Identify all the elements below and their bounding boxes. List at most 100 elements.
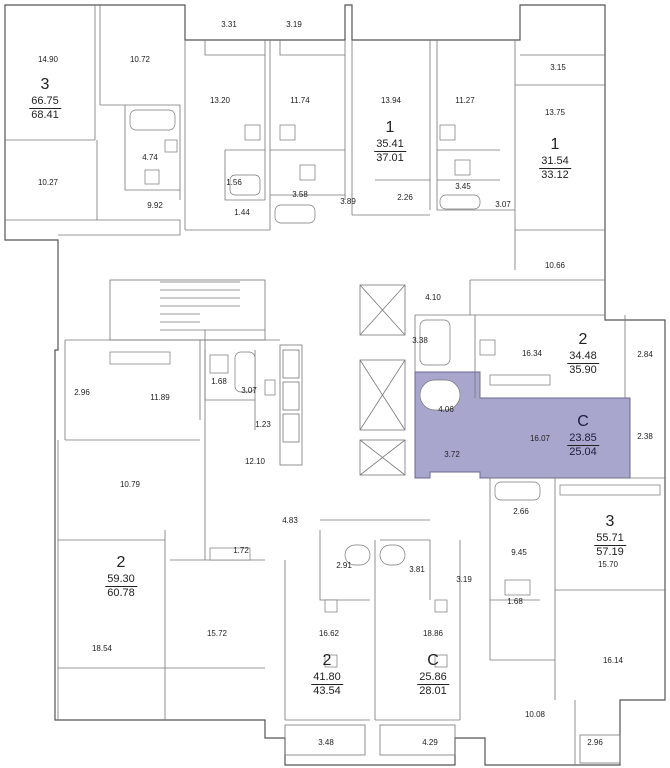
room-area-label: 16.62 xyxy=(318,629,340,638)
room-area-label: 2.91 xyxy=(336,561,352,570)
room-area-label: 1.72 xyxy=(233,546,249,555)
room-area-label: 2.38 xyxy=(637,432,653,441)
apartment-label-2-left[interactable]: 2 59.30 60.78 xyxy=(105,555,137,600)
room-area-label: 3.38 xyxy=(412,336,428,345)
room-area-label: 10.79 xyxy=(119,480,141,489)
living-area: 41.80 xyxy=(311,671,343,685)
room-area-label: 3.07 xyxy=(241,386,257,395)
room-area-label: 10.66 xyxy=(544,261,566,270)
room-area-label: 3.81 xyxy=(409,565,425,574)
room-area-label: 4.83 xyxy=(282,516,298,525)
room-area-label: 11.89 xyxy=(150,393,170,402)
room-area-label: 15.72 xyxy=(206,629,228,638)
total-area: 57.19 xyxy=(596,546,624,558)
room-area-label: 2.66 xyxy=(513,507,529,516)
total-area: 37.01 xyxy=(376,152,404,164)
room-area-label: 4.74 xyxy=(142,153,158,162)
apartment-type: 2 xyxy=(116,554,126,571)
living-area: 34.48 xyxy=(567,350,599,364)
apartment-label-2-bottom[interactable]: 2 41.80 43.54 xyxy=(311,653,343,698)
room-area-label: 3.15 xyxy=(550,63,566,72)
apartment-label-studio-bottom[interactable]: C 25.86 28.01 xyxy=(417,653,449,698)
living-area: 35.41 xyxy=(374,138,406,152)
total-area: 35.90 xyxy=(569,364,597,376)
apartment-label-1-topright[interactable]: 1 31.54 33.12 xyxy=(539,137,571,182)
apartment-type: 1 xyxy=(550,136,560,153)
room-area-label: 2.26 xyxy=(397,193,413,202)
room-area-label: 2.96 xyxy=(587,738,603,747)
room-area-label: 2.84 xyxy=(637,350,653,359)
total-area: 60.78 xyxy=(107,587,135,599)
room-area-label: 3.48 xyxy=(318,738,334,747)
room-area-label: 11.27 xyxy=(455,96,475,105)
total-area: 43.54 xyxy=(313,685,341,697)
room-area-label: 16.14 xyxy=(602,656,624,665)
room-area-label: 14.90 xyxy=(37,55,59,64)
total-area: 25.04 xyxy=(569,446,597,458)
room-area-label: 15.70 xyxy=(597,560,619,569)
room-area-label: 4.29 xyxy=(422,738,438,747)
room-area-label: 4.06 xyxy=(438,405,454,414)
room-area-label: 3.58 xyxy=(292,190,308,199)
living-area: 23.85 xyxy=(567,432,599,446)
living-area: 31.54 xyxy=(539,155,571,169)
apartment-type: C xyxy=(427,652,439,669)
top-middle-walls xyxy=(184,40,605,231)
living-area: 55.71 xyxy=(594,532,626,546)
room-area-label: 3.45 xyxy=(455,182,471,191)
apartment-label-studio-highlighted[interactable]: C 23.85 25.04 xyxy=(567,414,599,459)
room-area-label: 1.56 xyxy=(226,178,242,187)
total-area: 33.12 xyxy=(541,169,569,181)
apartment-type: 2 xyxy=(322,652,332,669)
lower-left-walls xyxy=(57,329,265,720)
room-area-label: 16.07 xyxy=(529,434,551,443)
apartment-type: 1 xyxy=(385,119,395,136)
total-area: 28.01 xyxy=(419,685,447,697)
room-area-label: 9.92 xyxy=(147,201,163,210)
apartment-label-3-right[interactable]: 3 55.71 57.19 xyxy=(594,514,626,559)
room-area-label: 10.72 xyxy=(129,55,151,64)
left-middle-walls xyxy=(64,339,280,441)
room-area-label: 13.75 xyxy=(544,108,566,117)
room-area-label: 9.45 xyxy=(511,548,527,557)
right-upper-walls xyxy=(414,229,626,411)
room-area-label: 18.54 xyxy=(91,644,113,653)
room-area-label: 18.86 xyxy=(422,629,444,638)
lower-middle-walls xyxy=(284,519,461,756)
room-area-label: 3.31 xyxy=(221,20,237,29)
room-area-label: 13.94 xyxy=(380,96,402,105)
room-area-label: 1.23 xyxy=(255,420,271,429)
apartment-label-1-top[interactable]: 1 35.41 37.01 xyxy=(374,120,406,165)
room-area-label: 1.68 xyxy=(211,377,227,386)
apartment-type: 3 xyxy=(40,76,50,93)
living-area: 59.30 xyxy=(105,573,137,587)
apartment-type: 3 xyxy=(605,513,615,530)
lower-right-walls xyxy=(489,477,665,765)
total-area: 68.41 xyxy=(31,109,59,121)
room-area-label: 10.27 xyxy=(37,178,59,187)
room-area-label: 1.44 xyxy=(234,208,250,217)
outer-wall xyxy=(4,4,666,766)
room-area-label: 3.72 xyxy=(444,450,460,459)
room-area-label: 16.34 xyxy=(521,349,543,358)
apartment-label-3-topleft[interactable]: 3 66.75 68.41 xyxy=(29,77,61,122)
room-area-label: 1.68 xyxy=(507,597,523,606)
room-area-label: 3.19 xyxy=(286,20,302,29)
room-area-label: 11.74 xyxy=(290,96,310,105)
room-area-label: 3.19 xyxy=(456,575,472,584)
room-area-label: 2.96 xyxy=(74,388,90,397)
room-area-label: 4.10 xyxy=(425,293,441,302)
living-area: 25.86 xyxy=(417,671,449,685)
room-area-label: 12.10 xyxy=(244,457,266,466)
core-walls xyxy=(109,279,406,476)
living-area: 66.75 xyxy=(29,95,61,109)
apartment-3-topleft-walls xyxy=(5,5,181,236)
apartment-type: 2 xyxy=(578,331,588,348)
apartment-label-2-right[interactable]: 2 34.48 35.90 xyxy=(567,332,599,377)
room-area-label: 13.20 xyxy=(209,96,231,105)
room-area-label: 10.08 xyxy=(524,710,546,719)
room-area-label: 3.89 xyxy=(340,197,356,206)
apartment-type: C xyxy=(577,413,589,430)
room-area-label: 3.07 xyxy=(495,200,511,209)
